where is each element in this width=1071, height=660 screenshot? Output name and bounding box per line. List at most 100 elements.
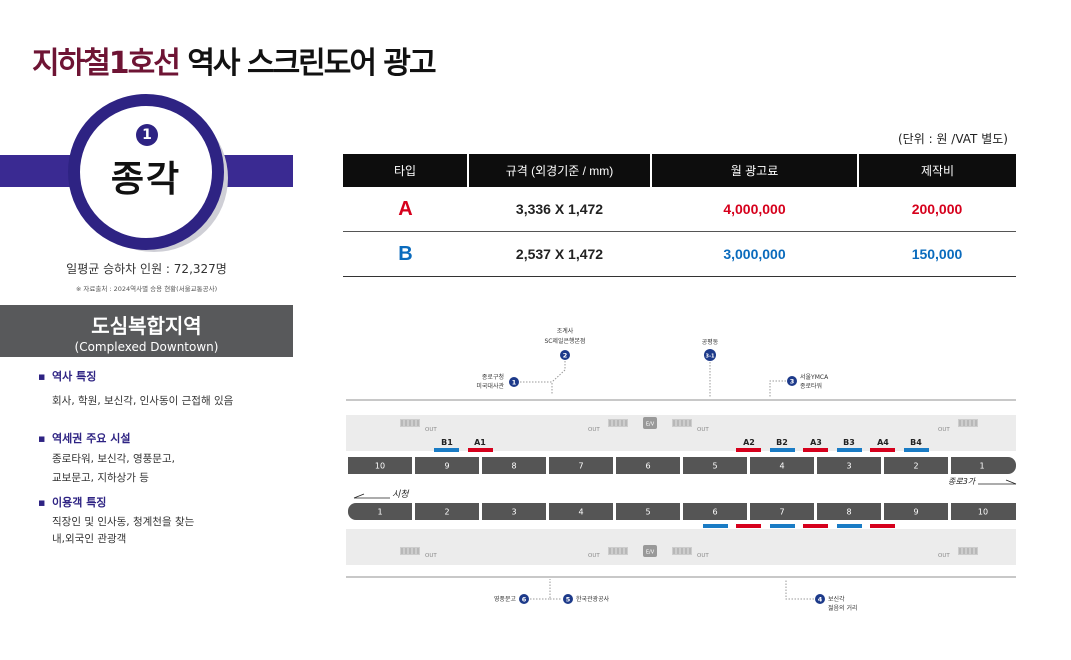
table-header: 제작비	[857, 154, 1016, 187]
elevator-icon	[643, 417, 657, 429]
feature-text: 회사, 학원, 보신각, 인사동이 근접해 있음	[52, 395, 234, 407]
svg-text:시청: 시청	[392, 489, 409, 500]
title-subject: 역사 스크린도어 광고	[178, 46, 436, 81]
svg-text:6: 6	[645, 462, 650, 471]
svg-text:5: 5	[566, 596, 571, 604]
svg-text:5: 5	[712, 462, 717, 471]
svg-text:OUT: OUT	[938, 427, 950, 433]
svg-text:4: 4	[818, 596, 823, 604]
fee-cell: 3,000,000	[651, 231, 858, 277]
svg-text:조계사: 조계사	[557, 327, 574, 335]
unit-note: (단위 : 원 /VAT 별도)	[898, 132, 1008, 146]
svg-text:3: 3	[511, 508, 516, 517]
size-cell: 2,537 X 1,472	[468, 231, 651, 277]
svg-text:A3: A3	[810, 438, 822, 447]
stair-icons	[400, 547, 978, 555]
page-title: 지하철1호선 역사 스크린도어 광고	[32, 38, 437, 82]
svg-text:한국관광공사: 한국관광공사	[576, 595, 610, 603]
upper-exits: OUT OUT OUT OUT	[425, 427, 950, 433]
svg-text:B3: B3	[843, 438, 855, 447]
upper-door-numbers: 10 9 8 7 6 5 4 3 2 1	[375, 462, 985, 471]
exit-3: 3 서울YMCA 종로타워	[769, 373, 829, 398]
svg-text:10: 10	[375, 462, 385, 471]
bullet-icon: ▪	[38, 496, 46, 509]
feature-heading: ▪역사 특징	[38, 370, 97, 383]
svg-text:A4: A4	[877, 438, 889, 447]
fee-cell: 4,000,000	[651, 187, 858, 232]
elevator-label: E/V	[646, 550, 655, 556]
svg-text:SC제일은행본점: SC제일은행본점	[544, 337, 585, 345]
direction-right: 종로3가	[948, 477, 1017, 486]
svg-text:OUT: OUT	[697, 427, 709, 433]
feature-station: ▪역사 특징 회사, 학원, 보신각, 인사동이 근접해 있음	[38, 368, 233, 411]
svg-text:1: 1	[512, 379, 517, 387]
lower-exits: OUT OUT OUT OUT	[425, 553, 950, 559]
production-cell: 150,000	[858, 231, 1016, 277]
svg-text:4: 4	[779, 462, 784, 471]
svg-text:OUT: OUT	[697, 553, 709, 559]
table-row: B 2,537 X 1,472 3,000,000 150,000	[343, 231, 1016, 277]
exit-1: 종로구청 미국대사관 1	[476, 374, 553, 395]
upper-train	[348, 457, 1017, 474]
svg-text:종로구청: 종로구청	[482, 374, 504, 381]
svg-text:4: 4	[578, 508, 583, 517]
svg-text:A1: A1	[474, 438, 486, 447]
upper-ad-bars	[434, 448, 929, 452]
svg-text:7: 7	[779, 508, 784, 517]
svg-text:OUT: OUT	[588, 553, 600, 559]
table-header: 월 광고료	[650, 154, 858, 187]
svg-text:10: 10	[978, 508, 988, 517]
lower-door-numbers: 1 2 3 4 5 6 7 8 9 10	[377, 508, 988, 517]
daily-riders: 일평균 승하차 인원 : 72,327명	[66, 262, 227, 276]
price-table: 타입 규격 (외경기준 / mm) 월 광고료 제작비 A 3,336 X 1,…	[343, 154, 1016, 277]
svg-text:2: 2	[563, 352, 568, 360]
svg-text:OUT: OUT	[588, 427, 600, 433]
lower-train	[347, 503, 1016, 520]
svg-text:9: 9	[444, 462, 449, 471]
exit-6: 영풍문고 6	[494, 579, 551, 604]
exit-5: 5 한국관광공사	[550, 594, 610, 604]
svg-text:2: 2	[444, 508, 449, 517]
svg-text:보신각: 보신각	[828, 595, 845, 603]
bullet-icon: ▪	[38, 432, 46, 445]
svg-text:종로타워: 종로타워	[800, 382, 822, 390]
svg-text:1: 1	[979, 462, 984, 471]
svg-text:B4: B4	[910, 438, 922, 447]
svg-text:9: 9	[913, 508, 918, 517]
svg-text:서울YMCA: 서울YMCA	[800, 373, 829, 381]
type-cell: B	[343, 231, 468, 277]
feature-facilities: ▪역세권 주요 시설 종로타워, 보신각, 영풍문고,교보문고, 지하상가 등	[38, 430, 175, 488]
svg-text:젊음의 거리: 젊음의 거리	[828, 604, 858, 612]
svg-text:8: 8	[846, 508, 851, 517]
feature-heading: ▪이용객 특징	[38, 496, 107, 509]
svg-text:3: 3	[790, 378, 795, 386]
bullet-icon: ▪	[38, 370, 46, 383]
svg-text:OUT: OUT	[938, 553, 950, 559]
direction-left: 시청	[353, 489, 409, 500]
table-header-row: 타입 규격 (외경기준 / mm) 월 광고료 제작비	[343, 154, 1016, 187]
zone-subtitle: (Complexed Downtown)	[74, 340, 219, 354]
size-cell: 3,336 X 1,472	[468, 187, 651, 232]
svg-text:미국대사관: 미국대사관	[476, 382, 504, 390]
exit-3-1: 공평동 3-1	[702, 338, 719, 398]
feature-text: 종로타워, 보신각, 영풍문고,교보문고, 지하상가 등	[52, 453, 175, 484]
svg-text:B1: B1	[441, 438, 453, 447]
svg-text:6: 6	[712, 508, 717, 517]
svg-text:6: 6	[522, 596, 527, 604]
svg-text:OUT: OUT	[425, 553, 437, 559]
svg-text:3: 3	[846, 462, 851, 471]
production-cell: 200,000	[858, 187, 1016, 232]
svg-text:A2: A2	[743, 438, 755, 447]
svg-text:종로3가: 종로3가	[948, 477, 977, 486]
elevator-label: E/V	[646, 422, 655, 428]
platform-diagram: 종로구청 미국대사관 1 조계사 SC제일은행본점 2 공평동 3-1 3 서울…	[346, 327, 1017, 612]
svg-text:OUT: OUT	[425, 427, 437, 433]
svg-text:1: 1	[377, 508, 382, 517]
svg-text:영풍문고: 영풍문고	[494, 595, 517, 603]
zone-banner: 도심복합지역 (Complexed Downtown)	[0, 305, 293, 357]
table-header: 규격 (외경기준 / mm)	[467, 154, 651, 187]
stair-icons	[400, 419, 978, 427]
exit-2: 조계사 SC제일은행본점 2	[544, 327, 586, 383]
